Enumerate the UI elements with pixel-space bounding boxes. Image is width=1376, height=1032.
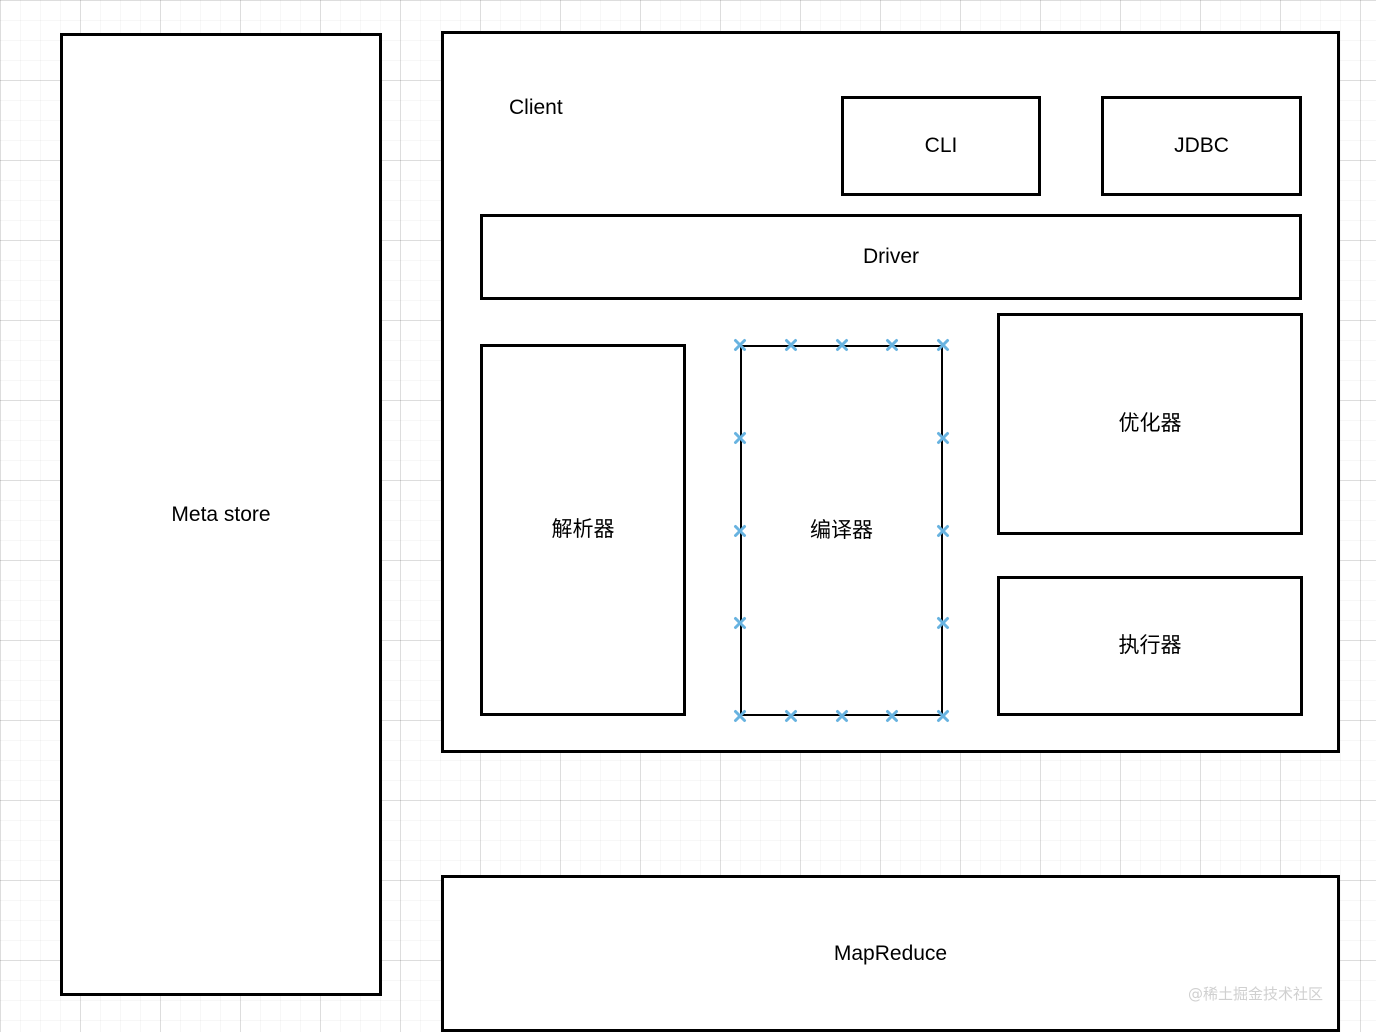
node-executor[interactable]: 执行器 — [997, 576, 1303, 716]
watermark: @稀土掘金技术社区 — [1188, 985, 1324, 1003]
node-label-meta-store: Meta store — [171, 502, 271, 526]
node-label-parser: 解析器 — [551, 517, 615, 542]
node-label-compiler: 编译器 — [810, 517, 873, 542]
node-label-executor: 执行器 — [1118, 633, 1182, 658]
node-label-client: Client — [509, 96, 563, 119]
node-label-mapreduce: MapReduce — [833, 941, 948, 965]
node-label-jdbc: JDBC — [1174, 134, 1229, 158]
node-meta-store[interactable]: Meta store — [60, 33, 382, 996]
node-jdbc[interactable]: JDBC — [1101, 96, 1302, 196]
node-label-optimizer: 优化器 — [1118, 411, 1182, 436]
node-mapreduce[interactable]: MapReduce — [441, 875, 1340, 1032]
node-label-driver: Driver — [863, 245, 919, 269]
node-cli[interactable]: CLI — [841, 96, 1041, 196]
node-parser[interactable]: 解析器 — [480, 344, 686, 716]
node-label-cli: CLI — [924, 134, 958, 158]
node-compiler[interactable]: 编译器 — [740, 345, 943, 716]
node-driver[interactable]: Driver — [480, 214, 1302, 300]
node-optimizer[interactable]: 优化器 — [997, 313, 1303, 535]
